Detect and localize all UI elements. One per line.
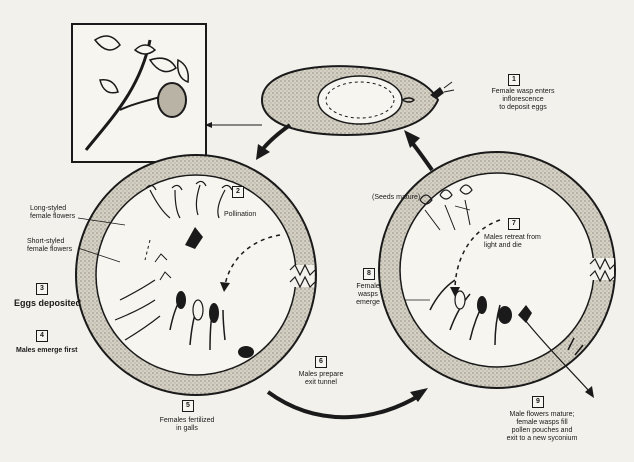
step-6-number: 6	[315, 356, 327, 368]
seeds-mature-label: (Seeds mature)	[372, 194, 420, 202]
step-3-label: Eggs deposited	[14, 298, 81, 308]
long-styled-flowers-label: Long-styled female flowers	[30, 205, 90, 221]
step-4-number: 4	[36, 330, 48, 342]
step-8-label: Female wasps emerge	[348, 283, 388, 307]
step-7-label: Males retreat from light and die	[484, 234, 564, 250]
step-5-number: 5	[182, 400, 194, 412]
step-7-number: 7	[508, 218, 520, 230]
right-syconium	[379, 152, 615, 398]
step-6-label: Males prepare exit tunnel	[288, 371, 354, 387]
step-1-label: Female wasp enters inflorescence to depo…	[478, 88, 568, 112]
step-2-number: 2	[232, 186, 244, 198]
fig-branch-inset	[72, 24, 262, 162]
step-3-number: 3	[36, 283, 48, 295]
short-styled-flowers-label: Short-styled female flowers	[27, 238, 87, 254]
step-2-label: Pollination	[224, 211, 256, 219]
step-8-number: 8	[363, 268, 375, 280]
step-4-label: Males emerge first	[16, 347, 77, 355]
step-5-label: Females fertilized in galls	[145, 417, 229, 433]
step-9-label: Male flowers mature; female wasps fill p…	[490, 411, 594, 443]
top-syconium	[262, 66, 454, 135]
left-syconium	[76, 155, 316, 395]
step-1-number: 1	[508, 74, 520, 86]
step-9-number: 9	[532, 396, 544, 408]
